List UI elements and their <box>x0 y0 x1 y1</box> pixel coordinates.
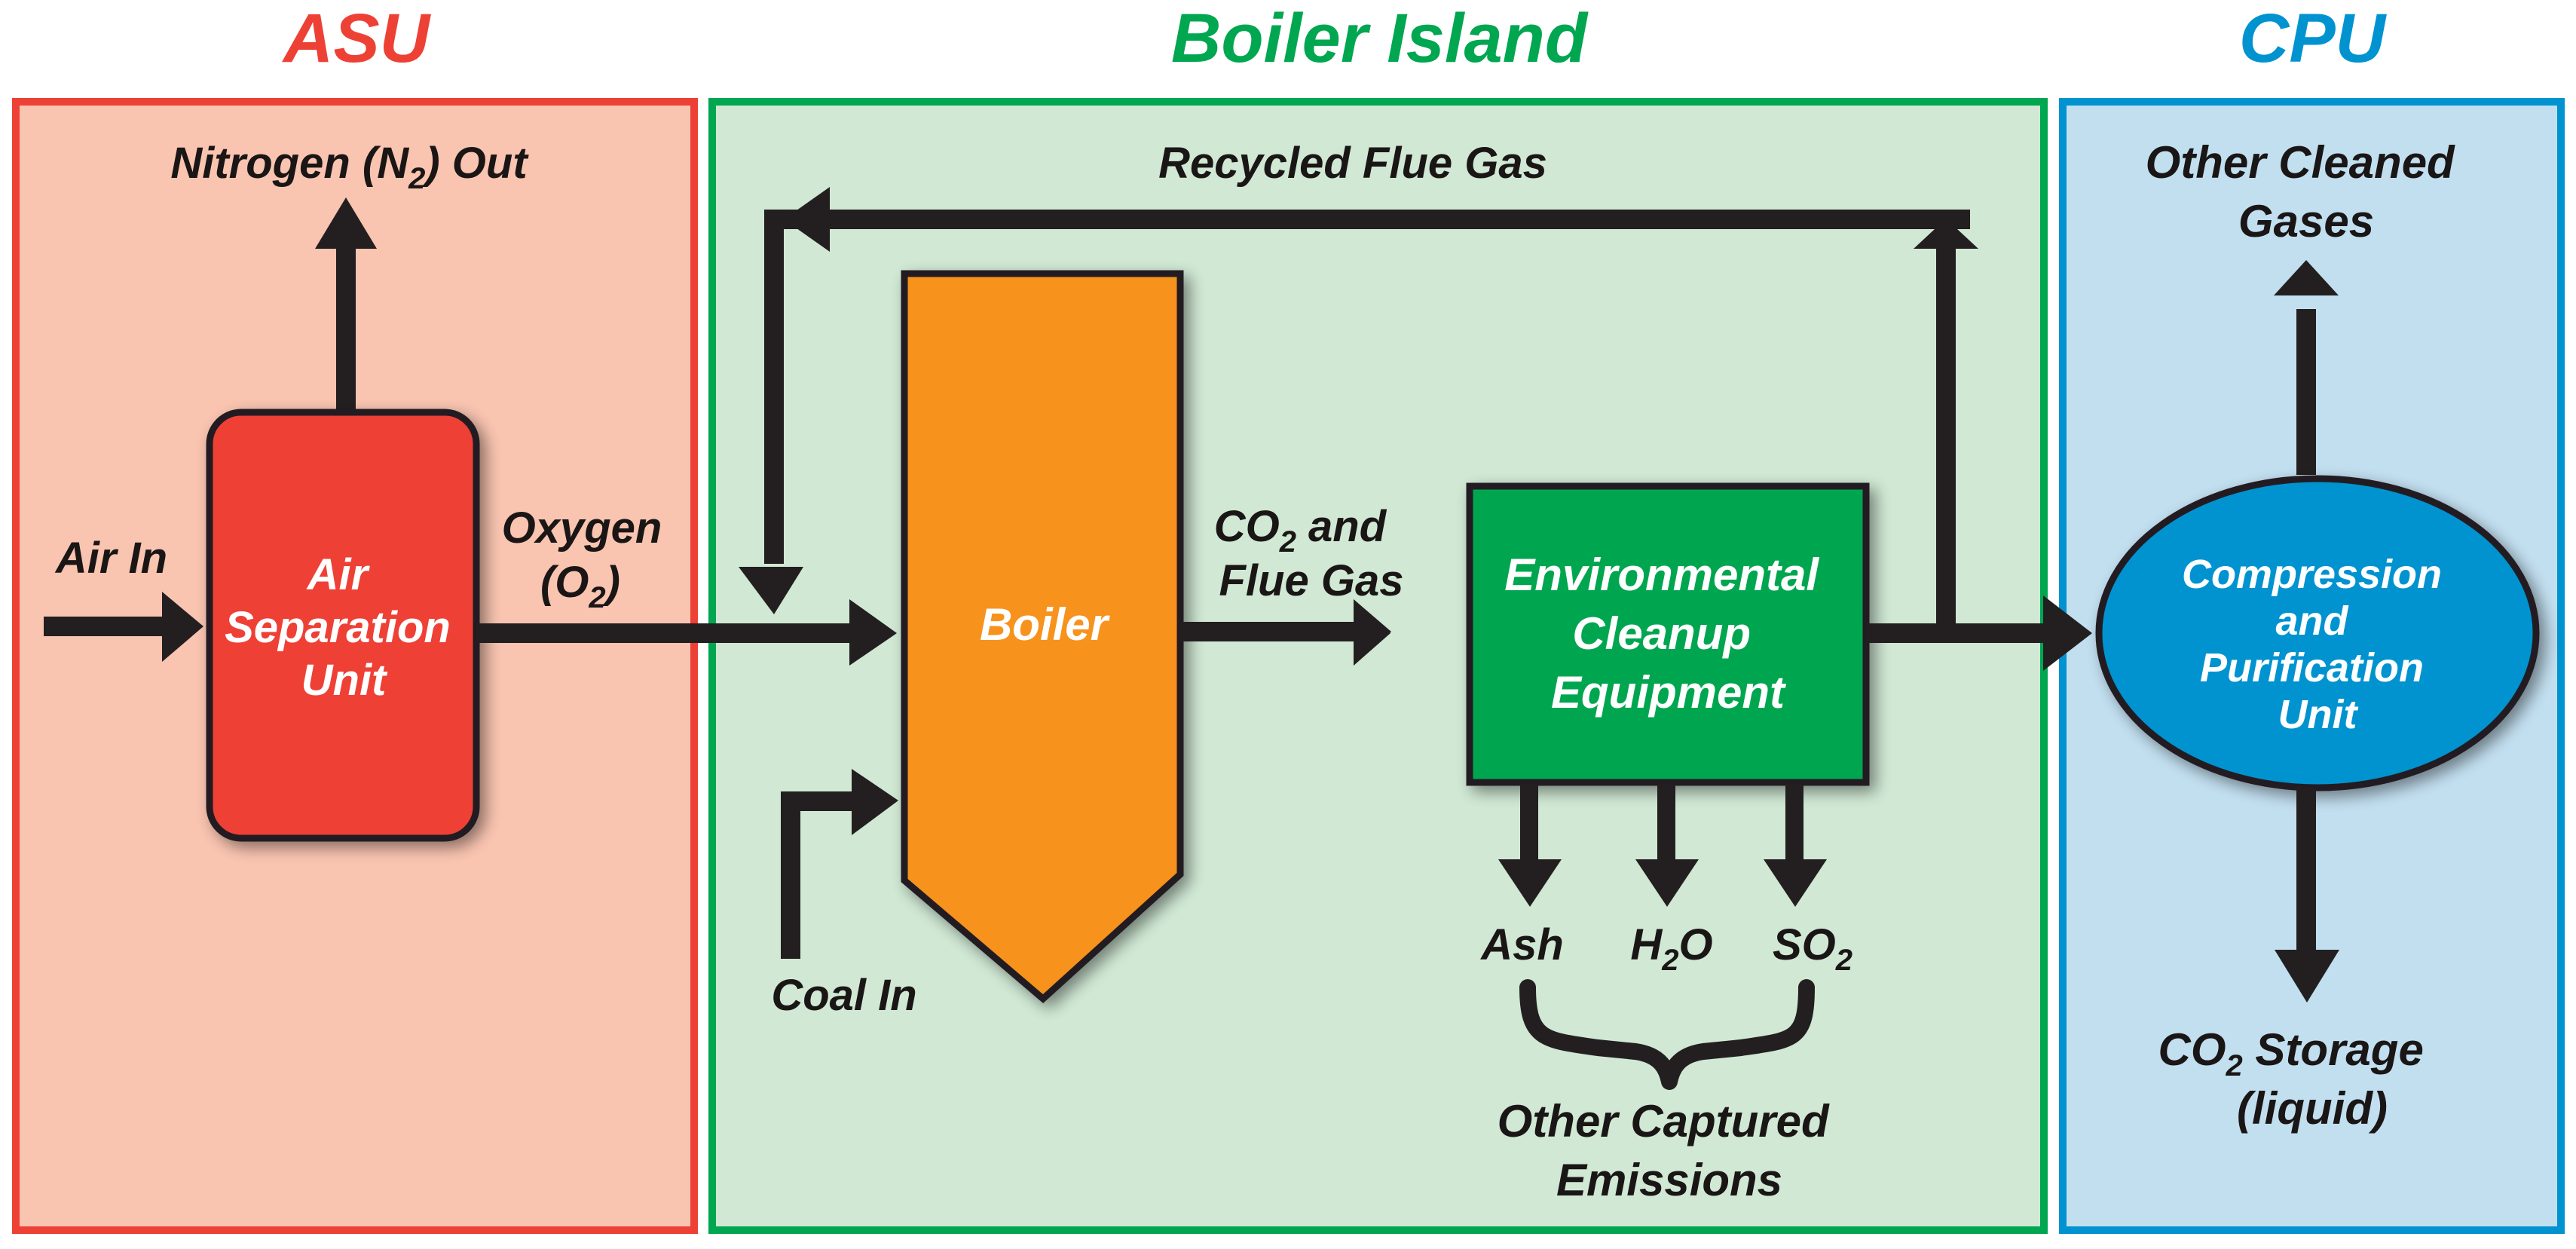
co2-flue-gas-label: CO2 and Flue Gas <box>1214 502 1404 605</box>
coal-in-arrow <box>781 769 898 959</box>
boiler-label: Boiler <box>980 599 1111 650</box>
section-title-boiler-island: Boiler Island <box>1171 0 1589 77</box>
emission-label-so2: SO2 <box>1773 920 1852 977</box>
compression-purification-label: Compression and Purification Unit <box>2182 552 2453 737</box>
co2-storage-label: CO2 Storage (liquid) <box>2158 1024 2437 1134</box>
co2-flue-gas-arrow <box>1180 599 1391 666</box>
air-in-arrow <box>44 592 203 662</box>
emission-label-h2o: H2O <box>1630 920 1712 977</box>
coal-in-label: Coal In <box>771 971 916 1020</box>
recycled-flue-gas-label: Recycled Flue Gas <box>1158 139 1547 188</box>
emission-arrows <box>1498 784 1827 907</box>
cleanup-to-cpu-arrow <box>1866 595 2092 671</box>
emission-label-ash: Ash <box>1479 920 1564 969</box>
other-cleaned-gases-label: Other Cleaned Gases <box>2146 137 2467 246</box>
air-in-label: Air In <box>54 534 167 583</box>
other-cleaned-gases-arrow <box>2274 260 2339 475</box>
h2o-arrow <box>1635 784 1699 907</box>
recycled-flue-gas-loop <box>739 187 1978 635</box>
emissions-brace <box>1519 979 1815 1090</box>
boiler-unit <box>901 270 1184 1003</box>
co2-storage-arrow <box>2275 788 2339 1003</box>
compression-purification-unit <box>2095 475 2540 791</box>
so2-arrow <box>1764 784 1827 907</box>
air-separation-unit-label: Air Separation Unit <box>225 550 463 705</box>
section-title-cpu: CPU <box>2239 0 2388 77</box>
ash-arrow <box>1498 784 1562 907</box>
other-captured-emissions-label: Other Captured Emissions <box>1498 1096 1842 1205</box>
environmental-cleanup-unit <box>1466 482 1870 786</box>
section-title-asu: ASU <box>282 0 432 77</box>
nitrogen-out-arrow <box>315 197 377 415</box>
oxygen-flow-arrow <box>476 599 897 666</box>
nitrogen-out-label: Nitrogen (N2) Out <box>170 139 529 195</box>
environmental-cleanup-label: Environmental Cleanup Equipment <box>1504 549 1831 718</box>
